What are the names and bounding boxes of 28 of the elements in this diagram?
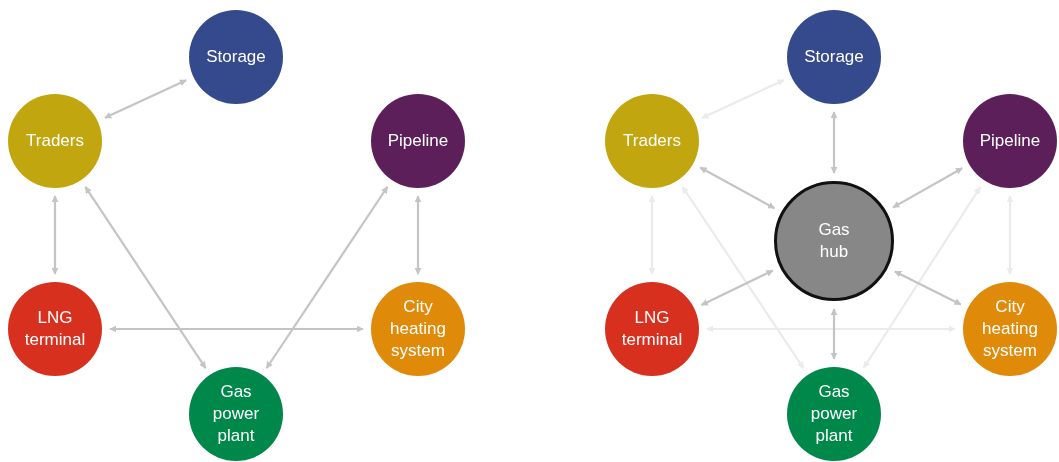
node-label: LNG terminal	[620, 307, 684, 351]
node-label: Gas hub	[817, 219, 851, 263]
double-arrow	[109, 325, 364, 333]
double-arrow	[104, 79, 187, 119]
double-arrow	[414, 195, 422, 275]
node-label: Pipeline	[979, 130, 1041, 152]
double-arrow	[830, 308, 838, 360]
node-label: Traders	[26, 130, 84, 152]
double-arrow	[894, 270, 962, 306]
double-arrow	[862, 186, 982, 369]
double-arrow	[265, 186, 389, 369]
node-label: Gas power plant	[211, 381, 261, 447]
node-label: Gas power plant	[809, 381, 859, 447]
double-arrow	[830, 111, 838, 174]
double-arrow	[699, 166, 775, 210]
node-label: City heating system	[981, 296, 1039, 362]
double-arrow	[706, 325, 956, 333]
node-label: Pipeline	[387, 130, 449, 152]
node-label: Storage	[804, 46, 864, 68]
double-arrow	[700, 269, 774, 307]
double-arrow	[681, 186, 805, 369]
double-arrow	[84, 186, 207, 369]
node-label: Traders	[623, 130, 681, 152]
node-label: Storage	[206, 46, 266, 68]
double-arrow	[51, 195, 59, 275]
node-label: City heating system	[389, 296, 447, 362]
double-arrow	[892, 167, 963, 209]
node-label: LNG terminal	[23, 307, 87, 351]
